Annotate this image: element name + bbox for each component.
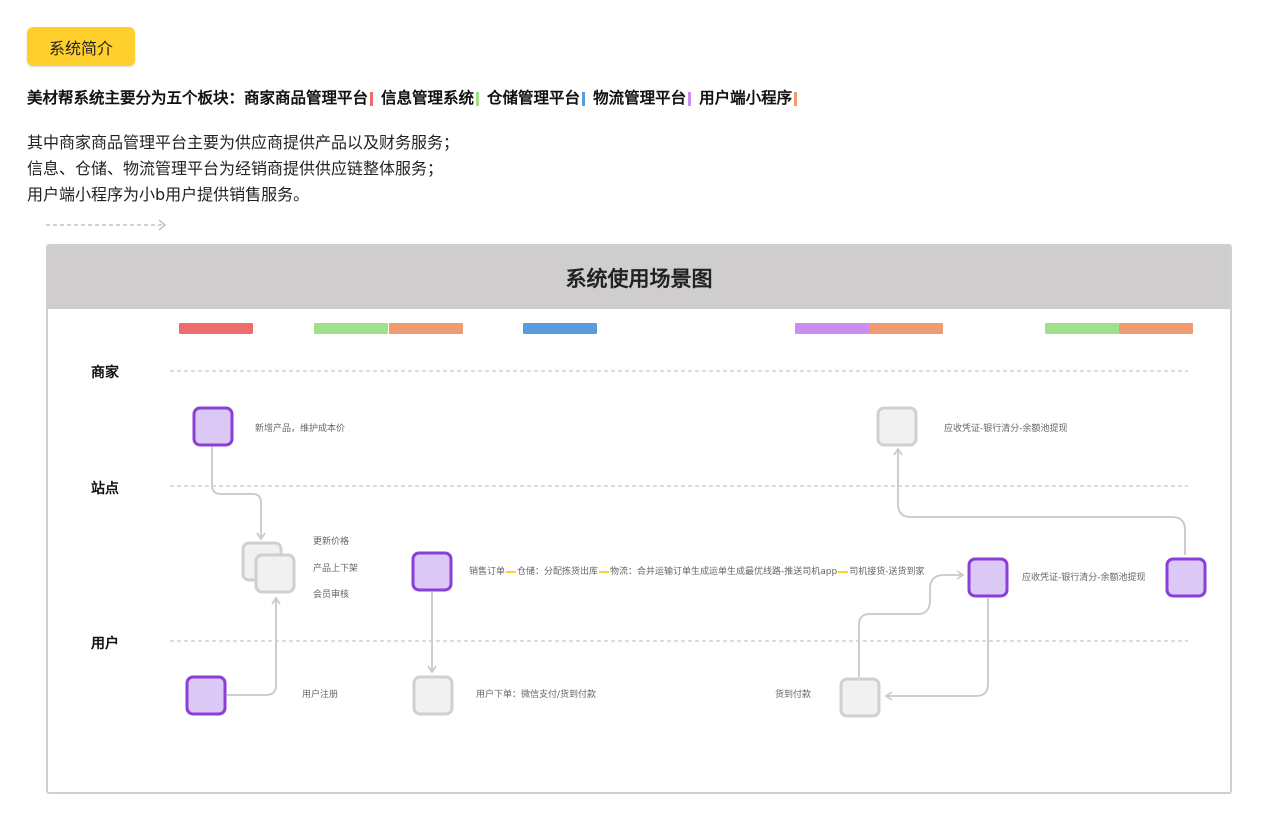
module-3-bar [582,91,586,106]
label-settlement-top: 应收凭证-银行清分-余额池提现 [944,424,1068,434]
description-line-1: 其中商家商品管理平台主要为供应商提供产品以及财务服务； [27,133,460,152]
legend-chip-orange [1119,323,1193,334]
lane-label-merchant: 商家 [91,365,119,381]
node-station-manage-front [254,553,296,594]
dashed-arrow-icon [46,219,167,231]
node-user-register [185,675,227,716]
module-4: 物流管理平台 [593,86,699,108]
node-user-order [412,675,454,716]
node-sales-order [411,551,453,592]
module-3: 仓储管理平台 [487,86,593,108]
legend-chip-green [314,323,388,334]
module-2: 信息管理系统 [381,86,487,108]
legend-chip-blue [523,323,597,334]
connector-settle-right-to-top [893,447,1186,555]
description-line-2: 信息、仓储、物流管理平台为经销商提供供应链整体服务； [27,159,444,178]
label-flow-chain: 销售订单 仓储：分配拣货出库 物流：合并运输订单生成运单生成最优线路-推送司机app… [469,566,924,578]
label-new-product: 新增产品，维护成本价 [255,424,346,434]
module-1: 商家商品管理平台 [244,86,381,108]
label-product-shelf: 产品上下架 [313,564,359,574]
flow-step-order: 销售订单 [469,567,506,577]
node-cod [839,677,881,718]
connector-cod-to-settle [858,570,965,677]
label-user-register: 用户注册 [302,690,339,700]
headline-prefix: 美材帮系统主要分为五个板块： [27,89,245,107]
legend-chip-green [1045,323,1119,334]
flow-connector-3 [838,570,849,573]
module-2-bar [476,91,480,106]
node-settlement-top [876,406,918,447]
legend-chip-purple [795,323,869,334]
lane-label-user: 用户 [91,636,119,652]
label-cod: 货到付款 [775,690,812,700]
legend-chip-orange [389,323,463,334]
scenario-diagram-panel: 系统使用场景图 [46,244,1232,794]
legend-chip-orange [869,323,943,334]
node-new-product [192,406,234,447]
label-member-review: 会员审核 [313,590,350,600]
flow-step-storage: 仓储：分配拣货出库 [517,567,599,577]
flow-step-logistics: 物流：合并运输订单生成运单生成最优线路-推送司机app [610,567,838,577]
intro-description: 其中商家商品管理平台主要为供应商提供产品以及财务服务； 信息、仓储、物流管理平台… [27,130,459,208]
connector-register-to-manage [227,596,281,696]
flow-connector-2 [599,570,610,573]
legend-chip-red [179,323,253,334]
node-settlement-mid [967,557,1009,598]
label-user-order: 用户下单：微信支付/货到付款 [476,690,597,700]
description-line-3: 用户端小程序为小b用户提供销售服务。 [27,185,310,204]
module-1-bar [370,91,374,106]
node-settlement-right [1165,557,1207,598]
lane-label-station: 站点 [91,481,119,497]
module-5: 用户端小程序 [699,86,805,108]
diagram-title: 系统使用场景图 [48,246,1230,309]
flow-connector-1 [506,570,517,573]
label-update-price: 更新价格 [313,537,350,547]
connector-new-product-to-manage [211,447,266,541]
module-4-bar [688,91,692,106]
connector-settle-to-cod [884,598,989,701]
flow-step-driver: 司机接货-送货到家 [849,567,925,577]
label-settlement-mid: 应收凭证-银行清分-余额池提现 [1022,573,1146,583]
modules-headline: 美材帮系统主要分为五个板块： 商家商品管理平台 信息管理系统 仓储管理平台 物流… [27,86,805,108]
intro-tag: 系统简介 [27,27,135,66]
module-5-bar [794,91,798,106]
